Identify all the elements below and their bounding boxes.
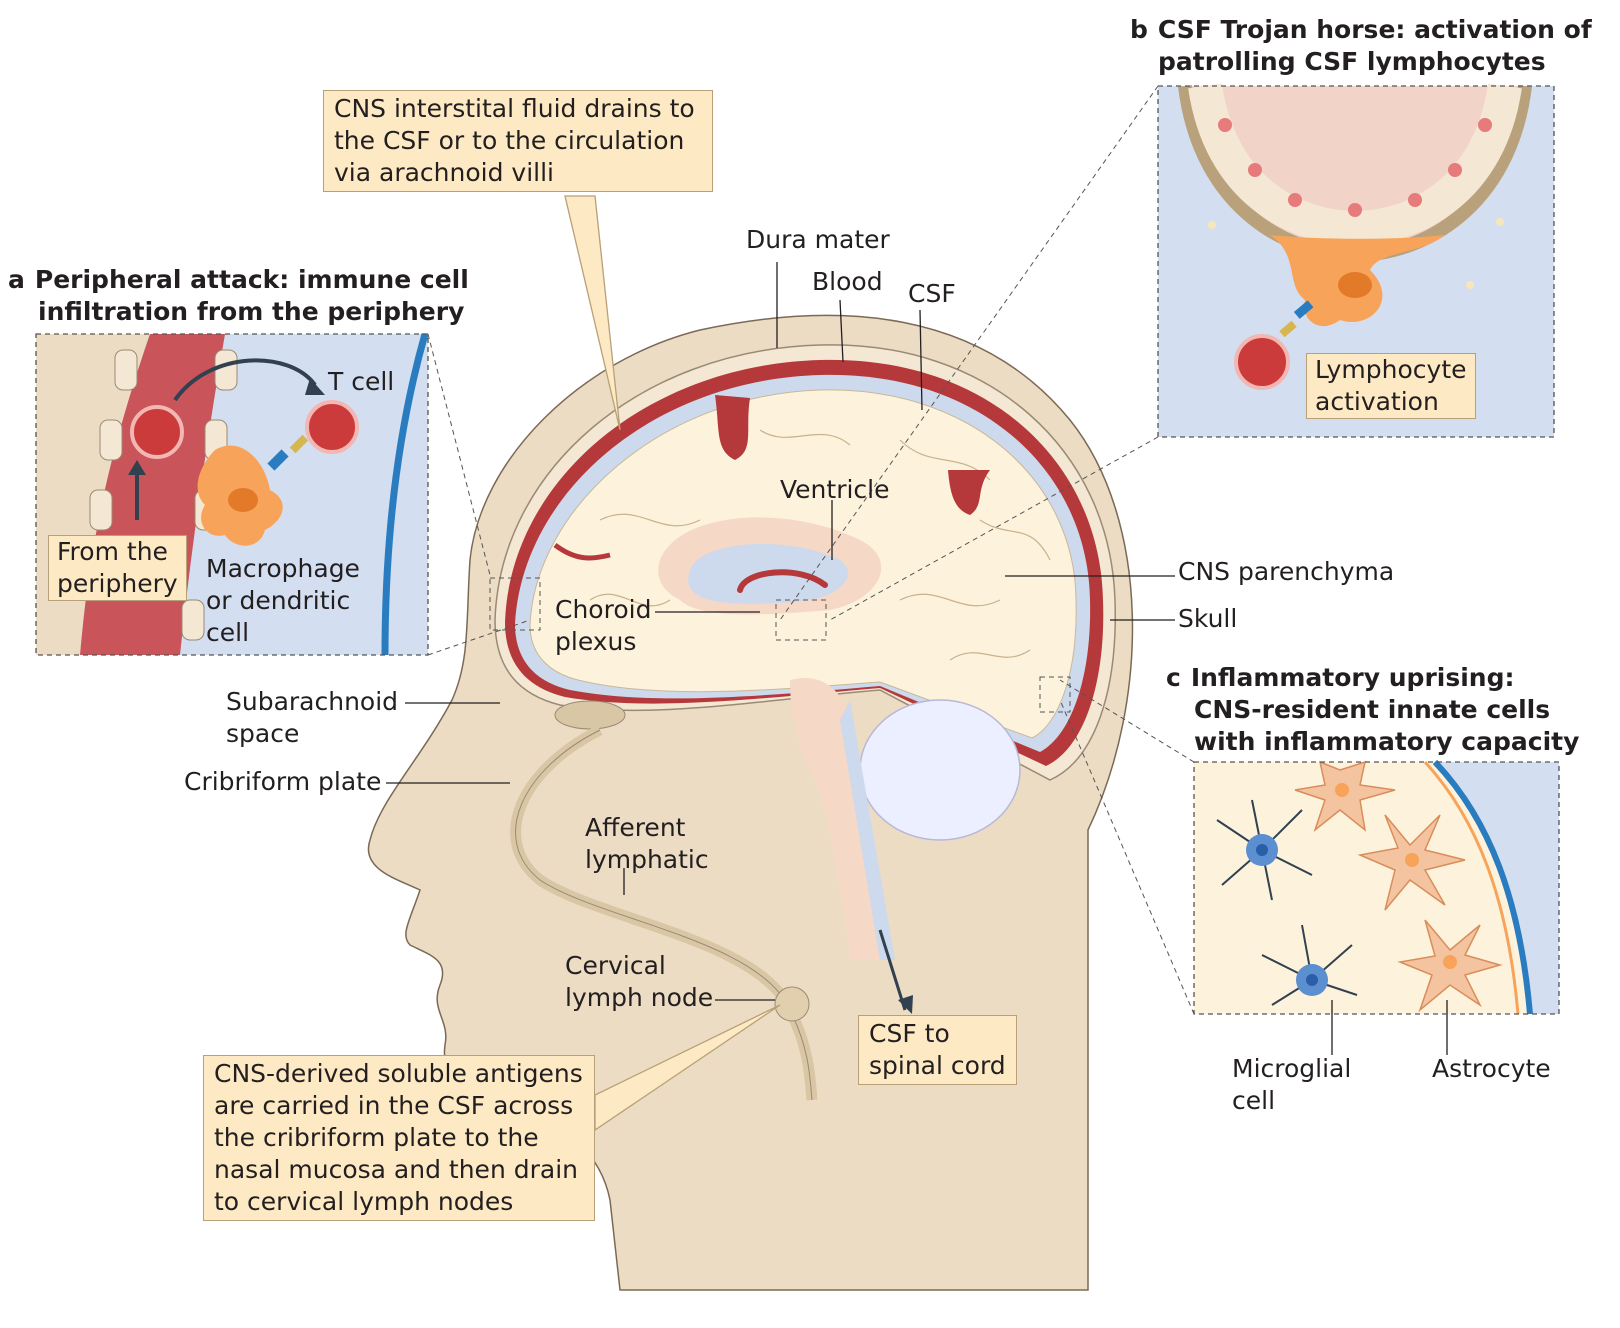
panel-a-title-line1: Peripheral attack: immune cell [34, 265, 469, 294]
infiltration-arrow [173, 358, 317, 402]
antigens-callout: CNS-derived soluble antigens are carried… [203, 1055, 595, 1221]
panel-c-title-line1: Inflammatory uprising: [1190, 663, 1515, 692]
antigens-callout-line: are carried in the CSF across [214, 1091, 574, 1120]
choroid-plexus-line: Choroid [555, 595, 652, 624]
panel-c-letter: c [1166, 663, 1181, 692]
brain-sulci [589, 429, 1051, 661]
csf-label: CSF [908, 279, 956, 308]
t-cell [305, 400, 359, 454]
interstitial-callout-line: CNS interstital fluid drains to [334, 94, 695, 123]
csf-flow-arrowhead [898, 995, 913, 1014]
afferent-lymphatic-line: lymphatic [585, 845, 709, 874]
subarachnoid-space-line: Subarachnoid [226, 687, 399, 716]
astrocyte-label: Astrocyte [1432, 1054, 1551, 1083]
csf-spinal-line: CSF to [869, 1019, 950, 1048]
interstitial-callout: CNS interstital fluid drains to the CSF … [323, 90, 713, 192]
skull-label: Skull [1178, 604, 1238, 633]
csf-spinal-callout: CSF to spinal cord [858, 1015, 1017, 1085]
choroid-plexus [737, 569, 828, 593]
panel-a-title-line2: infiltration from the periphery [38, 297, 465, 326]
subarachnoid-space-label: Subarachnoid space [226, 686, 398, 750]
cribriform-plate [554, 700, 626, 730]
ventricle-label: Ventricle [780, 475, 890, 504]
macrophage-label-line: or dendritic [206, 586, 351, 615]
arachnoid-villus [553, 542, 611, 561]
interstitial-callout-pointer [564, 195, 621, 431]
panel-c-title-line3: with inflammatory capacity [1194, 727, 1580, 756]
inset-c [1193, 759, 1560, 1055]
panel-b-title-line1: CSF Trojan horse: activation of [1157, 15, 1592, 44]
arachnoid-villus [715, 395, 750, 460]
panel-b-title: b CSF Trojan horse: activation of [1130, 14, 1592, 46]
panel-a-title: a Peripheral attack: immune cell [8, 264, 469, 296]
lymphocyte-in-blood [130, 405, 184, 459]
csf-flow-arrow [878, 929, 907, 1011]
panel-b-letter: b [1130, 15, 1148, 44]
panel-c-title-line2: CNS-resident innate cells [1194, 695, 1551, 724]
inset-a-membrane [381, 333, 429, 656]
csf-spinal-line: spinal cord [869, 1051, 1006, 1080]
macrophage-label: Macrophage or dendritic cell [206, 553, 360, 649]
antigens-callout-line: the cribriform plate to the [214, 1123, 539, 1152]
interstitial-callout-line: the CSF or to the circulation [334, 126, 685, 155]
t-cell-label: T cell [328, 367, 395, 396]
panel-a-letter: a [8, 265, 25, 294]
head-illustration [367, 314, 1134, 1291]
antigens-callout-line: to cervical lymph nodes [214, 1187, 514, 1216]
lymphocyte-activation-label: Lymphocyte activation [1306, 353, 1476, 419]
cerebellum [859, 699, 1021, 841]
interstitial-callout-line: via arachnoid villi [334, 158, 554, 187]
antigens-callout-pointer [594, 1004, 781, 1132]
from-periphery-line: From the [57, 537, 168, 566]
cervical-lymph-node-line: lymph node [565, 983, 714, 1012]
lymphocyte-activation-line: Lymphocyte [1315, 355, 1467, 384]
dura-mater-label: Dura mater [746, 225, 890, 254]
leader-lines [386, 262, 1175, 1001]
antigens-callout-line: nasal mucosa and then drain [214, 1155, 578, 1184]
afferent-lymphatic-label: Afferent lymphatic [585, 812, 709, 876]
cervical-lymph-node-line: Cervical [565, 951, 666, 980]
choroid-plexus-line: plexus [555, 627, 637, 656]
brainstem [790, 678, 880, 960]
lymphocyte-activation-line: activation [1315, 387, 1439, 416]
microglial-cell-line: Microglial [1232, 1054, 1352, 1083]
from-periphery-line: periphery [57, 569, 178, 598]
subarachnoid-space-line: space [226, 719, 300, 748]
cervical-lymph-node [774, 986, 810, 1022]
antigens-callout-line: CNS-derived soluble antigens [214, 1059, 583, 1088]
afferent-lymphatic-line: Afferent [585, 813, 686, 842]
microglial-cell-line: cell [1232, 1086, 1276, 1115]
zoom-guides [427, 85, 1195, 1015]
cervical-lymph-node-label: Cervical lymph node [565, 950, 713, 1014]
panel-c-title: c Inflammatory uprising: [1166, 662, 1515, 694]
lymphocyte-b [1234, 334, 1290, 390]
microglial-cell-label: Microglial cell [1232, 1053, 1351, 1117]
macrophage-label-line: cell [206, 618, 250, 647]
blood-label: Blood [812, 267, 883, 296]
panel-b-title-line2: patrolling CSF lymphocytes [1158, 47, 1546, 76]
macrophage-label-line: Macrophage [206, 554, 360, 583]
choroid-plexus-label: Choroid plexus [555, 594, 651, 658]
cns-parenchyma-label: CNS parenchyma [1178, 557, 1395, 586]
from-periphery-label: From the periphery [48, 535, 187, 601]
spinal-csf [840, 700, 895, 960]
inset-b [1157, 83, 1555, 438]
epithelial-nuclei [1218, 118, 1492, 217]
arachnoid-villus [948, 470, 990, 515]
inset-c-membrane [1432, 759, 1533, 1015]
cribriform-plate-label: Cribriform plate [184, 767, 382, 796]
